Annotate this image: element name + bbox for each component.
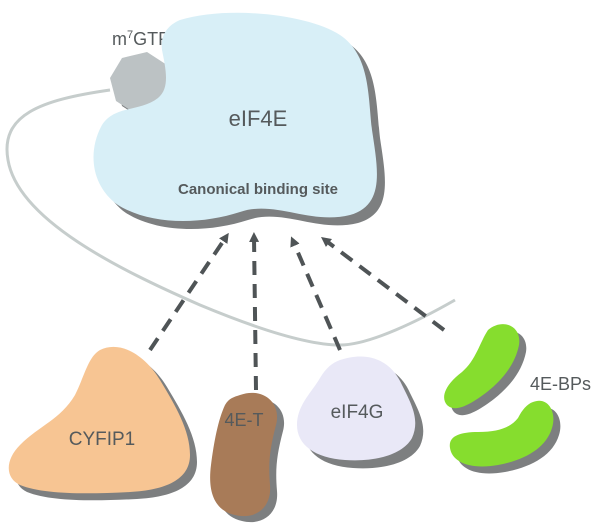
cyfip1-protein: CYFIP1 [8, 346, 197, 501]
canonical-binding-site-label: Canonical binding site [178, 181, 338, 198]
4e-bps-label: 4E-BPs [530, 374, 591, 394]
eif4e-protein: eIF4E Canonical binding site [93, 12, 385, 230]
cyfip1-label: CYFIP1 [69, 429, 136, 450]
4e-bps-proteins: 4E-BPs [444, 324, 591, 474]
4e-t-body [210, 392, 278, 517]
arrow-eif4g [290, 236, 342, 351]
cyfip1-body [8, 346, 190, 494]
eif4g-body [297, 356, 416, 461]
eif4e-body [93, 12, 377, 222]
arrow-cyfip1 [148, 232, 229, 352]
eif4g-protein: eIF4G [297, 356, 424, 469]
4e-t-protein: 4E-T [210, 392, 285, 523]
4e-bp-upper-body [444, 324, 520, 409]
binding-arrows [148, 232, 446, 391]
mrna-strand [5, 88, 456, 347]
4e-bp-lower-body [449, 400, 554, 467]
arrow-4e-t [249, 232, 260, 391]
eif4g-label: eIF4G [331, 402, 384, 423]
arrow-4e-bps [321, 236, 446, 332]
cap-octagon [110, 52, 172, 114]
4e-t-label: 4E-T [224, 410, 263, 430]
cap-label: m7GTP [112, 29, 170, 49]
eif4e-label: eIF4E [229, 106, 288, 131]
